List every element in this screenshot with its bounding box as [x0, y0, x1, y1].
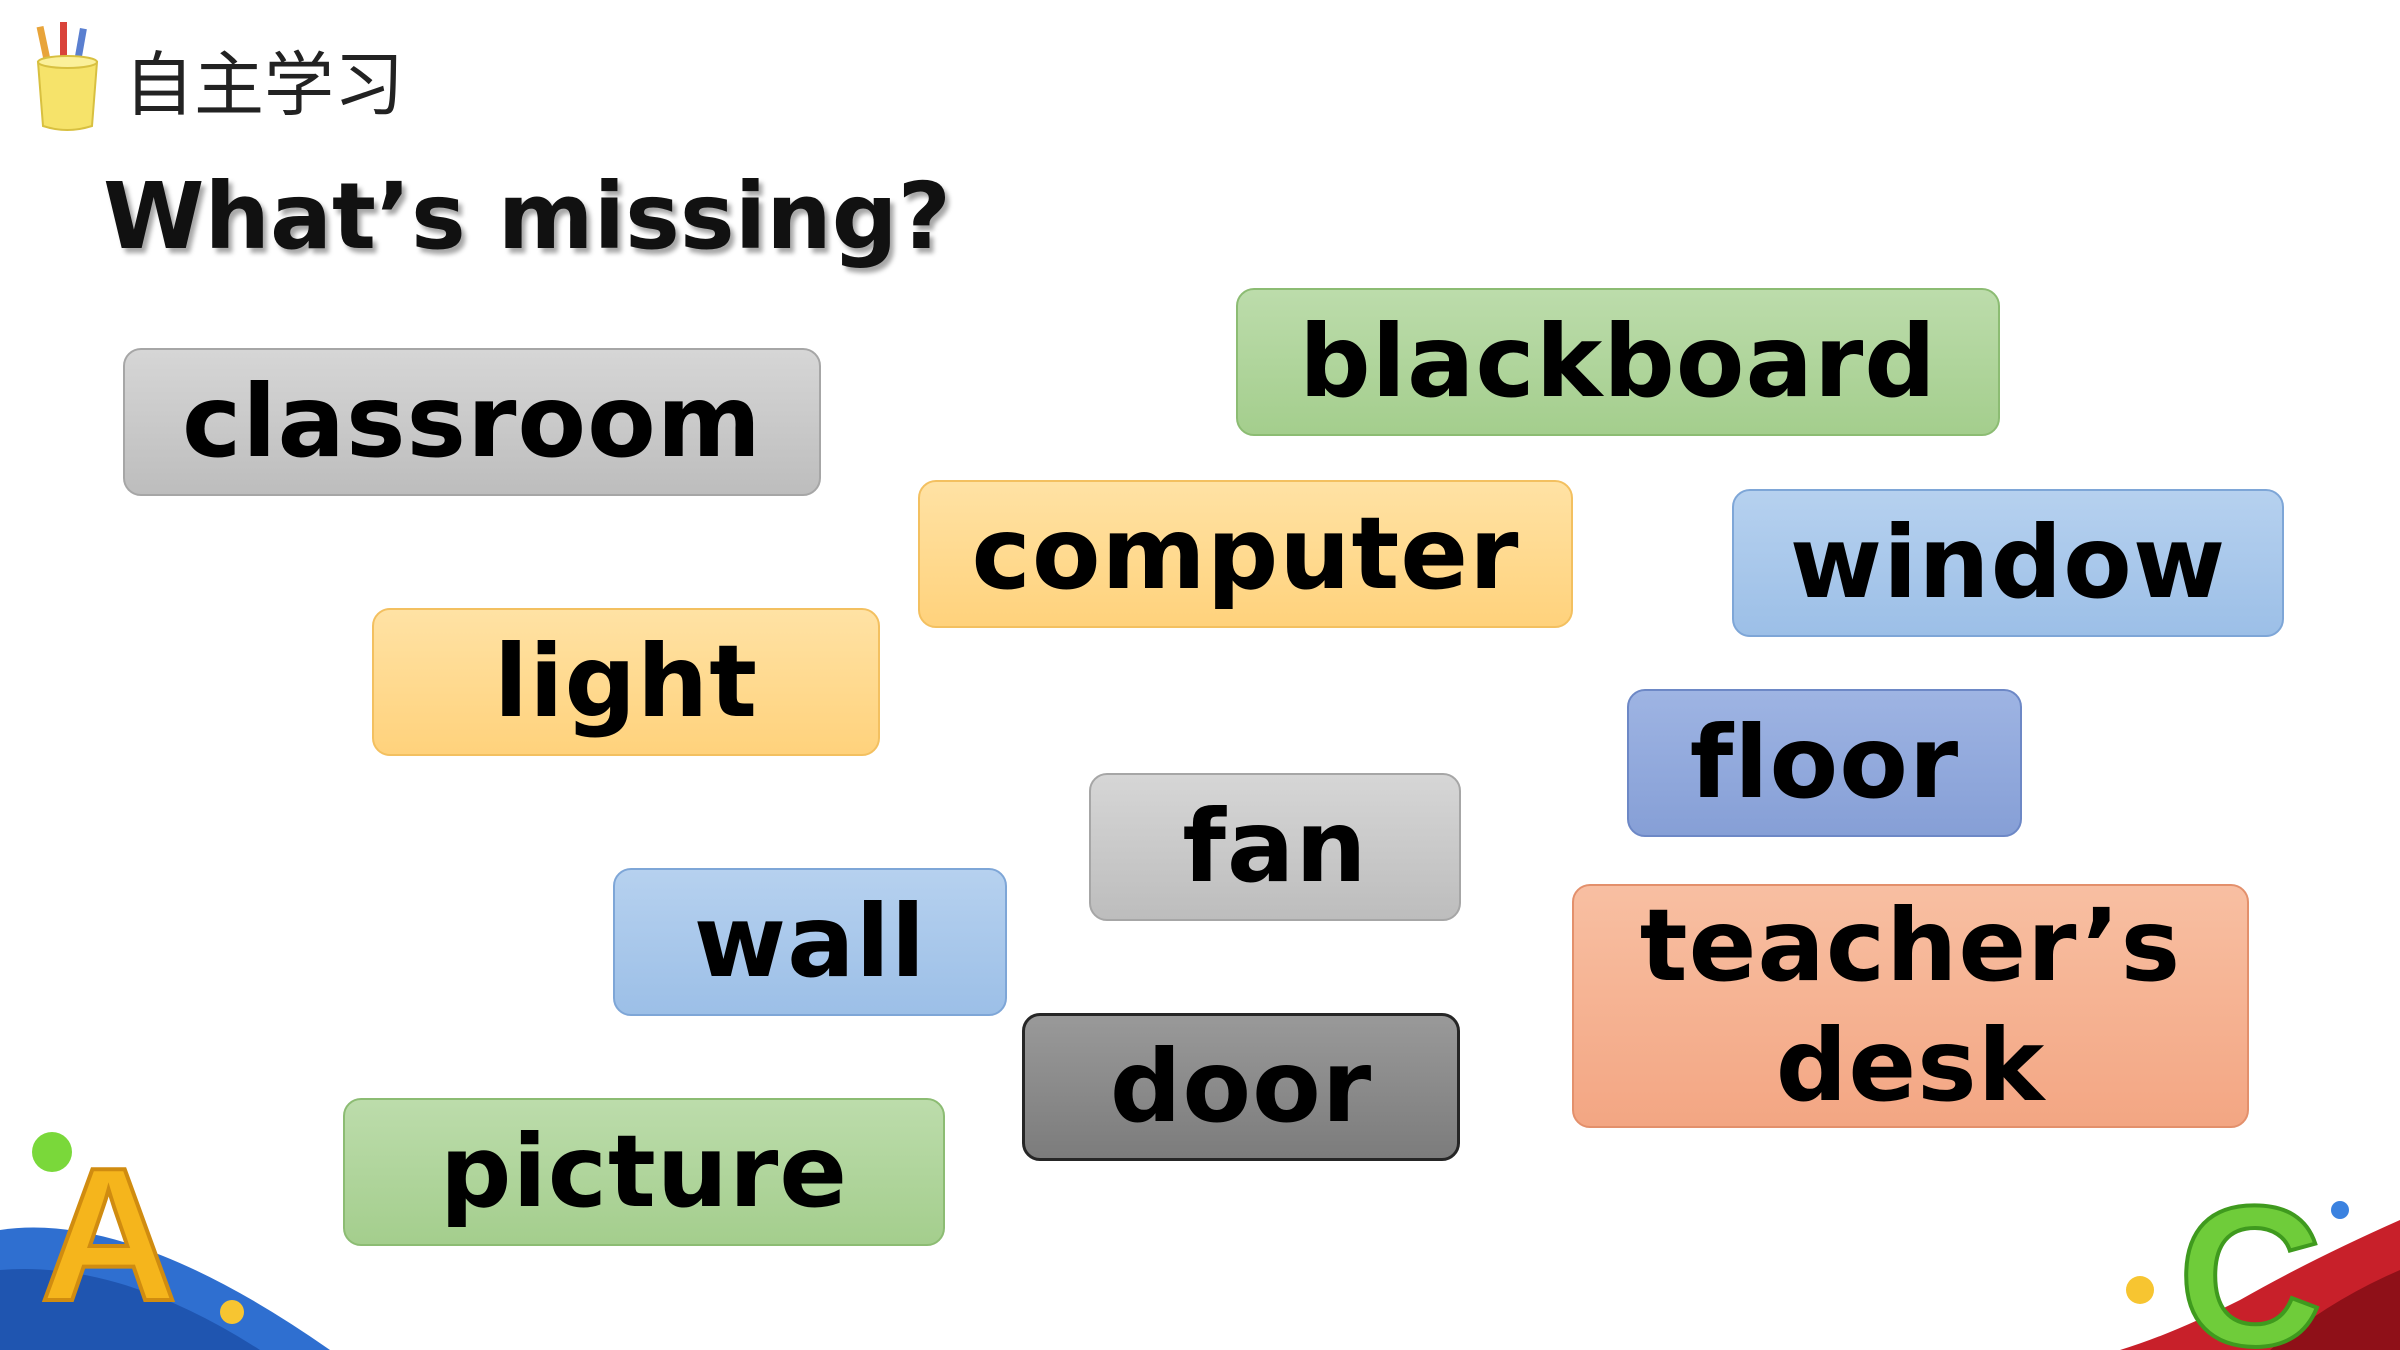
- word-card-wall[interactable]: wall: [613, 868, 1007, 1016]
- word-card-label: floor: [1689, 704, 1960, 821]
- page-title: What’s missing?: [103, 163, 951, 270]
- word-card-label: light: [493, 623, 759, 740]
- word-card-classroom[interactable]: classroom: [123, 348, 821, 496]
- word-card-label: blackboard: [1299, 303, 1937, 420]
- word-card-light[interactable]: light: [372, 608, 880, 756]
- word-card-label: classroom: [182, 363, 762, 480]
- letter-a-glyph: A: [40, 1129, 177, 1341]
- word-card-computer[interactable]: computer: [918, 480, 1573, 628]
- word-card-label: window: [1789, 504, 2227, 621]
- word-card-door[interactable]: door: [1022, 1013, 1460, 1161]
- header-label: 自主学习: [124, 44, 404, 126]
- word-card-blackboard[interactable]: blackboard: [1236, 288, 2000, 436]
- word-card-window[interactable]: window: [1732, 489, 2284, 637]
- pencil-cup-icon: [36, 22, 99, 131]
- word-card-fan[interactable]: fan: [1089, 773, 1461, 921]
- word-card-label: computer: [971, 495, 1520, 612]
- letter-c-decoration: C: [2120, 1163, 2400, 1350]
- word-card-label: wall: [693, 883, 927, 1000]
- letter-a-decoration: A: [0, 1127, 330, 1350]
- word-card-picture[interactable]: picture: [343, 1098, 945, 1246]
- word-card-label: teacher’s desk: [1639, 887, 2182, 1124]
- word-card-teachers-desk[interactable]: teacher’s desk: [1572, 884, 2249, 1128]
- word-card-floor[interactable]: floor: [1627, 689, 2022, 837]
- letter-c-glyph: C: [2178, 1165, 2322, 1350]
- word-card-label: door: [1109, 1028, 1373, 1145]
- word-card-label: fan: [1182, 788, 1368, 905]
- word-card-label: picture: [439, 1113, 849, 1230]
